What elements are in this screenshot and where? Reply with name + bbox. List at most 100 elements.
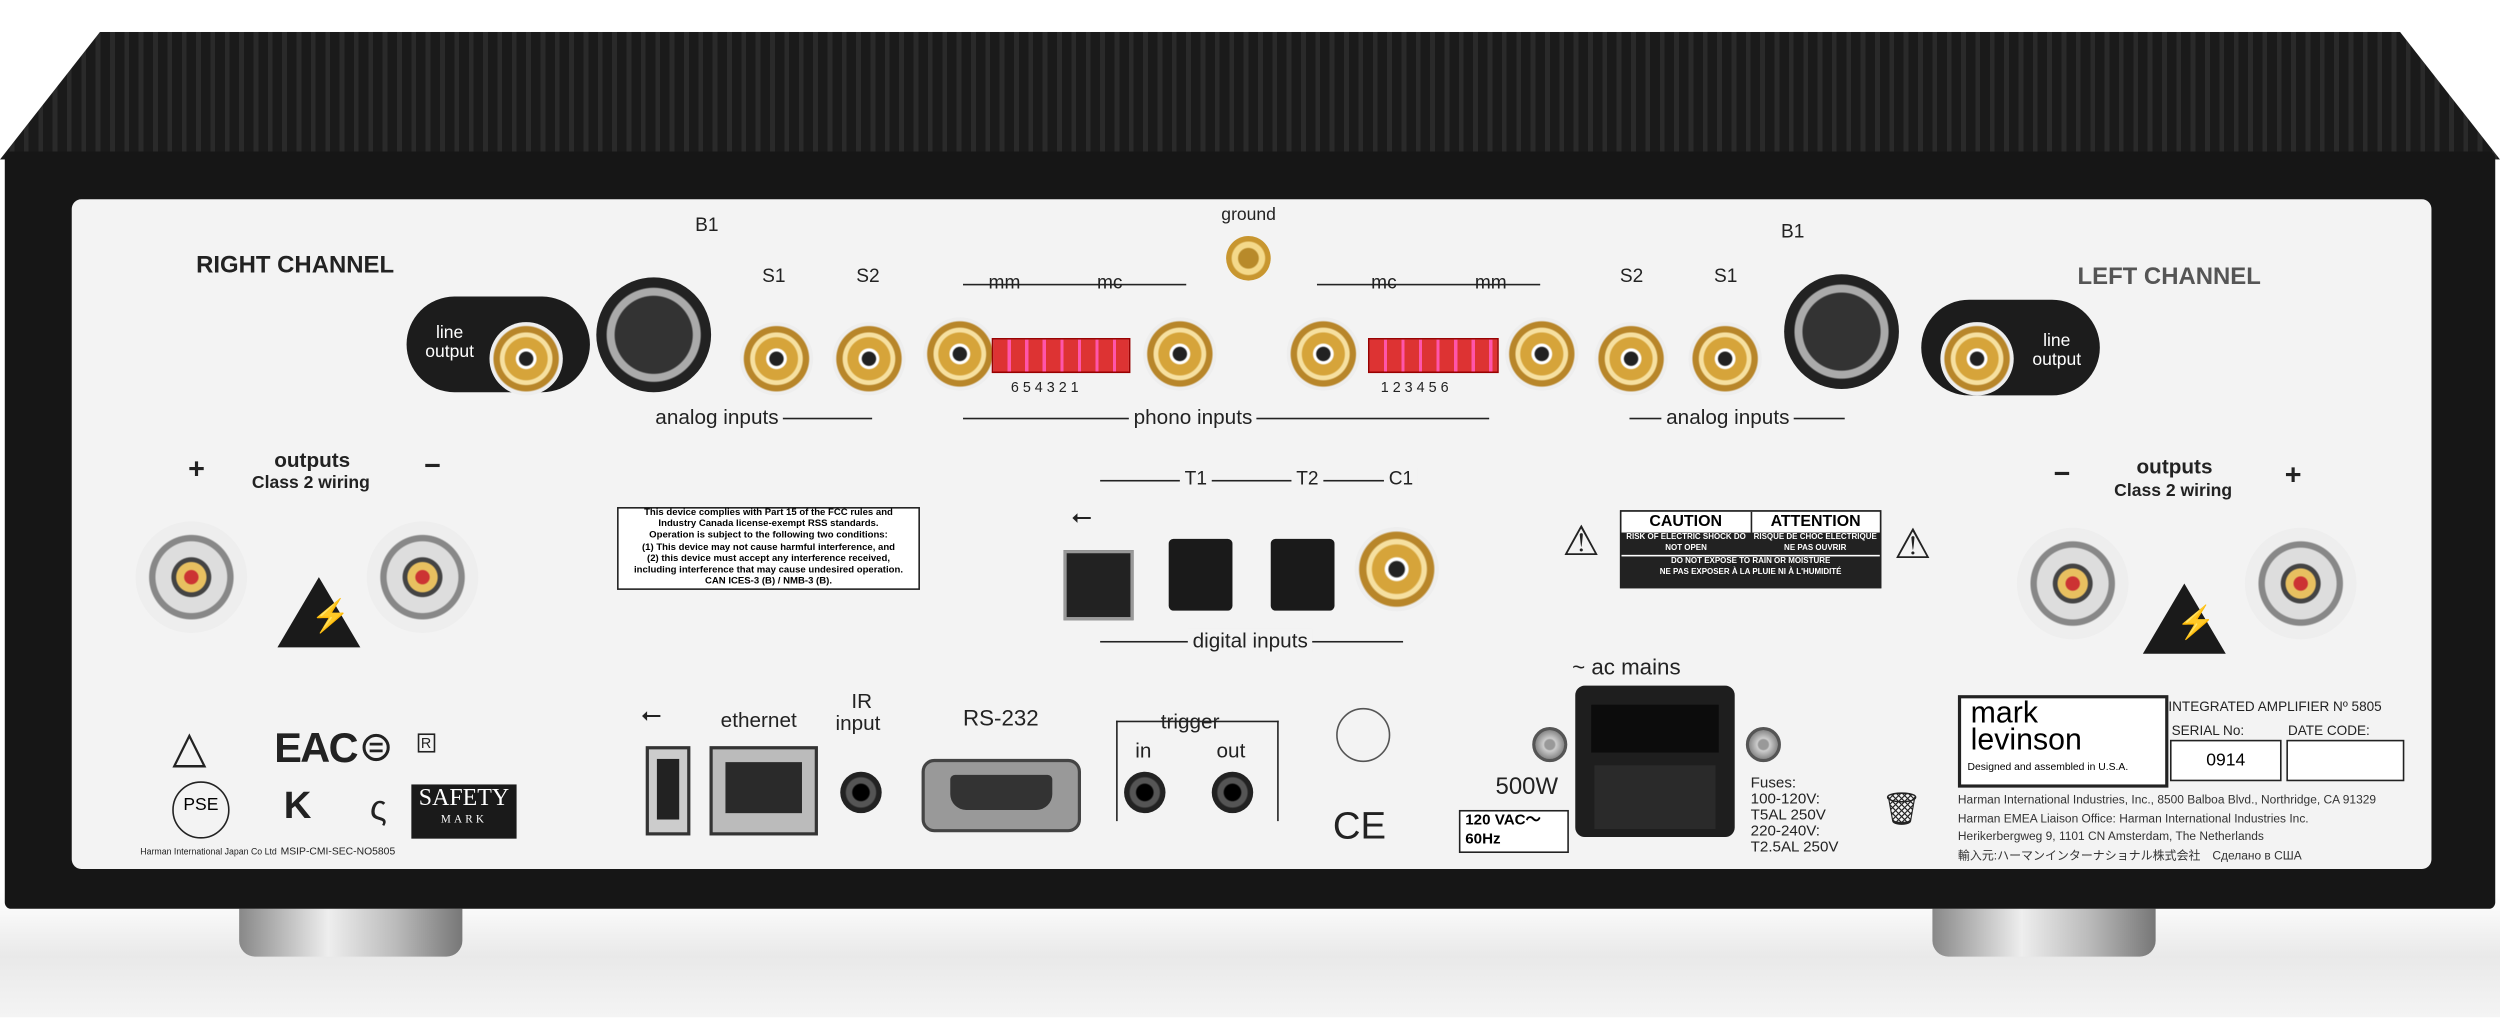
high-voltage-warning-icon: ⚡ <box>2142 583 2226 654</box>
address-line: 輸入元:ハーマンインターナショナル株式会社 Сделано в США <box>1957 847 2302 862</box>
frequency: 60Hz <box>1465 830 1501 849</box>
usb-b-port[interactable] <box>1063 550 1134 621</box>
label-mm: mm <box>1474 271 1507 294</box>
ac-mains-label: ~ ac mains <box>1572 653 1681 680</box>
label-mc: mc <box>1371 271 1397 294</box>
ir-input-jack[interactable] <box>840 771 882 814</box>
rca-line-out-left[interactable] <box>1940 322 2014 396</box>
foot-right <box>1932 908 2156 957</box>
caution-label: CAUTION ATTENTION RISK OF ELECTRIC SHOCK… <box>1619 510 1882 589</box>
usb-a-port[interactable] <box>645 746 691 836</box>
analog-inputs-label-right: analog inputs <box>650 404 784 429</box>
optical-t1-port[interactable] <box>1168 538 1233 611</box>
moisture-en: DO NOT EXPOSE TO RAIN OR MOISTURE <box>1621 554 1880 568</box>
dip-switch-right[interactable] <box>991 338 1131 374</box>
brand-logo: mark levinson Designed and assembled in … <box>1957 695 2169 788</box>
rca-coax-c1[interactable] <box>1354 527 1439 612</box>
fcc-line: Operation is subject to the following tw… <box>649 531 888 542</box>
warning-icon: ⚠ <box>1894 519 1932 568</box>
trigger-out-label: out <box>1216 738 1246 763</box>
telec-mark-icon: ⊜ <box>358 722 394 771</box>
ir-label: IR <box>851 688 873 713</box>
label-b1: B1 <box>695 213 719 236</box>
fcc-notice: This device complies with Part 15 of the… <box>617 507 920 590</box>
serial-label: SERIAL No: <box>2171 722 2245 739</box>
dip-switch-left[interactable] <box>1367 338 1499 374</box>
speaker-post-right-minus[interactable] <box>366 521 479 633</box>
xlr-b1-right[interactable] <box>586 267 721 402</box>
speaker-post-left-minus[interactable] <box>2016 527 2129 640</box>
speaker-post-left-plus[interactable] <box>2244 527 2357 640</box>
fcc-line: including interference that may cause un… <box>633 566 904 576</box>
label-s1: S1 <box>1713 264 1738 287</box>
label-s2: S2 <box>1619 264 1644 287</box>
fuse-line: Fuses: <box>1750 774 1797 793</box>
label-s1: S1 <box>762 264 786 287</box>
brand-line1: mark <box>1970 696 2039 731</box>
bracket <box>1316 283 1541 286</box>
line-output-label: line output <box>425 323 475 362</box>
rca-phono-mc-right[interactable] <box>1143 317 1217 391</box>
usb-icon: ⭠ <box>1071 503 1092 531</box>
xlr-b1-left[interactable] <box>1774 264 1909 399</box>
pse-mark: PSE <box>172 781 230 839</box>
tagline: Designed and assembled in U.S.A. <box>1967 762 2129 774</box>
ground-post[interactable] <box>1226 235 1271 281</box>
usb-icon: ⭠ <box>640 701 662 729</box>
model-number: INTEGRATED AMPLIFIER Nº 5805 <box>2168 698 2382 715</box>
analog-inputs-label-left: analog inputs <box>1661 404 1795 429</box>
outputs-label: outputs <box>274 448 351 472</box>
minus-sign: − <box>424 449 441 482</box>
rca-s2-right[interactable] <box>832 322 906 396</box>
trigger-out-jack[interactable] <box>1211 771 1254 814</box>
speaker-post-right-plus[interactable] <box>135 521 248 633</box>
line-output-label: line output <box>2032 331 2082 370</box>
ground-label: ground <box>1221 205 1276 225</box>
eac-mark: EAC <box>274 723 358 772</box>
s-mark-icon: ς <box>369 787 387 828</box>
ethernet-port[interactable] <box>709 746 818 836</box>
trigger-in-jack[interactable] <box>1124 771 1166 814</box>
optical-t2-port[interactable] <box>1270 538 1335 611</box>
dip-numbers: 1 2 3 4 5 6 <box>1380 379 1449 396</box>
brand-line2: levinson <box>1970 723 2082 758</box>
label-mm: mm <box>988 271 1021 294</box>
fuse-line: 220-240V: <box>1750 822 1821 841</box>
ce-mark: CE <box>1332 805 1387 849</box>
weee-bin-icon: 🗑 <box>1881 792 1922 828</box>
right-channel-title: RIGHT CHANNEL <box>196 251 395 280</box>
screw <box>1532 727 1568 763</box>
rca-phono-mm-left[interactable] <box>1505 317 1579 391</box>
rca-phono-mm-right[interactable] <box>923 317 997 391</box>
kc-mark-icon: K <box>283 784 312 828</box>
rca-phono-mc-left[interactable] <box>1286 317 1361 391</box>
fcc-line: (1) This device may not cause harmful in… <box>641 543 896 553</box>
voltage: 120 VAC～ <box>1465 811 1541 830</box>
fuse-line: 100-120V: <box>1750 790 1821 809</box>
label-s2: S2 <box>856 264 880 287</box>
caution-en: CAUTION <box>1622 511 1752 533</box>
safety-mark: SAFETY MARK <box>411 784 517 839</box>
rca-line-out-right[interactable] <box>489 322 563 396</box>
address-line: Herikerbergweg 9, 1101 CN Amsterdam, The… <box>1957 829 2264 844</box>
high-voltage-warning-icon: ⚡ <box>277 577 361 648</box>
foot-left <box>239 908 463 957</box>
chassis-top <box>0 31 2500 160</box>
date-code-label: DATE CODE: <box>2287 722 2370 739</box>
fuse-line: T2.5AL 250V <box>1750 838 1839 857</box>
rca-s1-left[interactable] <box>1688 322 1762 396</box>
rca-s1-right[interactable] <box>739 322 814 396</box>
rs232-port[interactable] <box>921 758 1082 833</box>
phono-inputs-label: phono inputs <box>1128 404 1258 429</box>
label-t1: T1 <box>1179 467 1212 490</box>
wiring-label: Class 2 wiring <box>2114 481 2233 501</box>
serial-value: 0914 <box>2169 739 2282 782</box>
label-c1: C1 <box>1383 467 1418 490</box>
iec-power-inlet[interactable] <box>1575 685 1735 838</box>
rca-s2-left[interactable] <box>1594 322 1668 396</box>
fuse-drawer[interactable] <box>1594 765 1716 830</box>
dip-numbers: 6 5 4 3 2 1 <box>1010 379 1079 396</box>
addresses: Harman International Industries, Inc., 8… <box>1958 791 2376 864</box>
date-code-value <box>2286 739 2405 782</box>
